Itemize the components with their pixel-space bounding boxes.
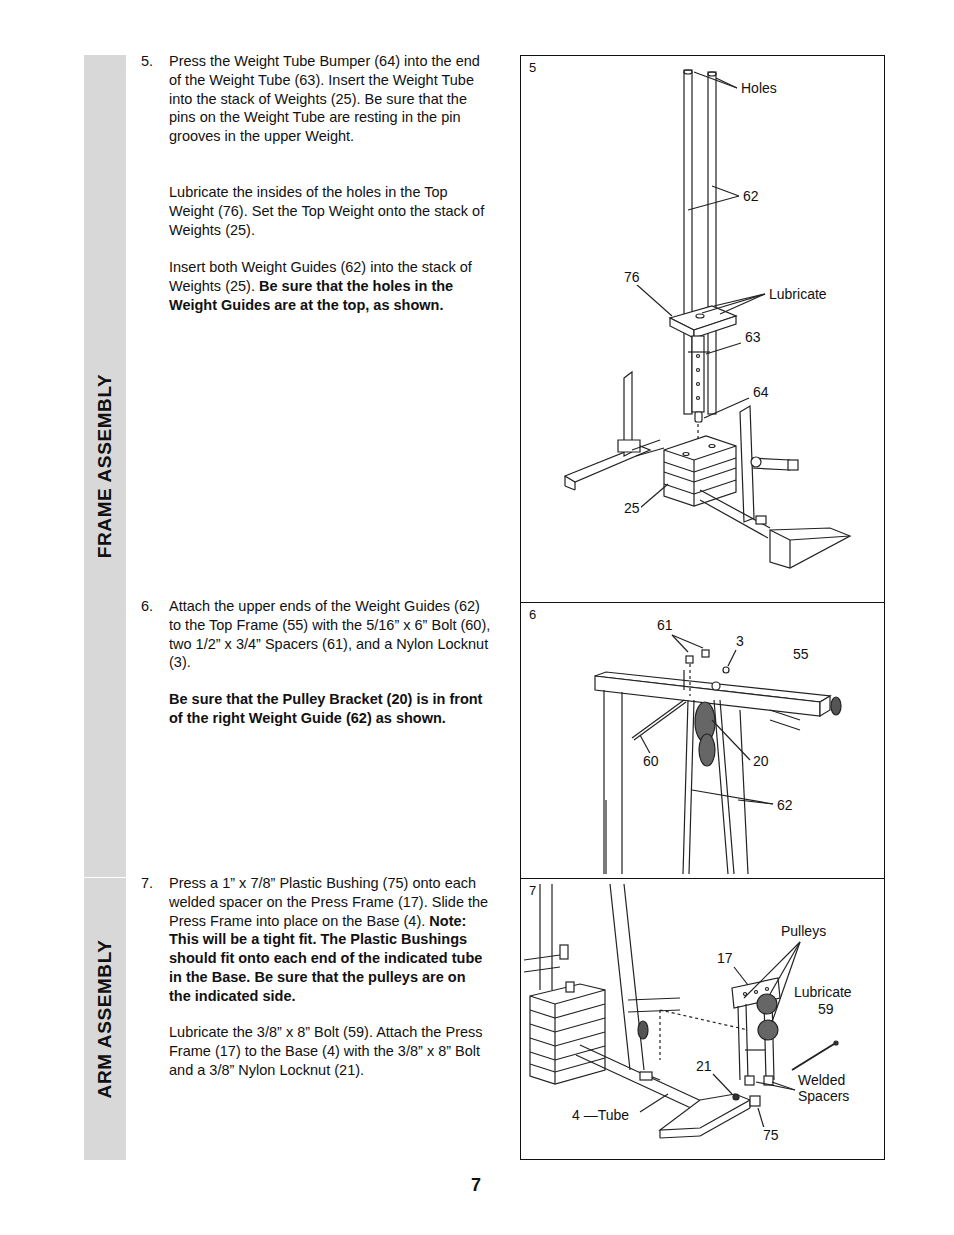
paragraph: Lubricate the 3/8” x 8” Bolt (59). Attac… [169, 1023, 491, 1079]
paragraph: 5. [141, 52, 165, 71]
figure-5 [565, 70, 850, 568]
callout-label: 4 —Tube [571, 1107, 630, 1123]
callout-label: 75 [762, 1127, 780, 1143]
callout-label: 76 [623, 269, 641, 285]
figure-panel: 5 [520, 55, 885, 603]
figure-number: 6 [529, 607, 536, 622]
figure-6 [595, 635, 841, 874]
paragraph: 6. [141, 597, 165, 616]
paragraph: Attach the upper ends of the Weight Guid… [169, 597, 491, 672]
paragraph: Lubricate the insides of the holes in th… [169, 183, 491, 239]
callout-label: 61 [656, 617, 674, 633]
step-number: 5. [141, 53, 153, 69]
paragraph: Press the Weight Tube Bumper (64) into t… [169, 52, 491, 146]
callout-label: 60 [642, 753, 660, 769]
instruction-text: Be sure that the Pulley Bracket (20) is … [169, 691, 482, 726]
paragraph: Insert both Weight Guides (62) into the … [169, 258, 491, 314]
section-band: ARM ASSEMBLY [84, 878, 126, 1160]
instruction-text: Lubricate the insides of the holes in th… [169, 184, 484, 238]
section-title: FRAME ASSEMBLY [94, 374, 116, 558]
section-band: FRAME ASSEMBLY [84, 55, 126, 877]
instruction-text: Attach the upper ends of the Weight Guid… [169, 598, 490, 670]
figure-number: 5 [529, 60, 536, 75]
callout-label: 25 [623, 500, 641, 516]
paragraph: Press a 1” x 7/8” Plastic Bushing (75) o… [169, 874, 491, 1006]
instruction-text: Press the Weight Tube Bumper (64) into t… [169, 53, 480, 144]
callout-label: Holes [740, 80, 778, 96]
callout-label: 64 [752, 384, 770, 400]
callout-label: Lubricate [768, 286, 828, 302]
paragraph: Be sure that the Pulley Bracket (20) is … [169, 690, 491, 728]
figure-panel: 6 [520, 602, 885, 879]
callout-label: 62 [742, 188, 760, 204]
page-number: 7 [471, 1175, 481, 1195]
callout-label: Pulleys [780, 923, 827, 939]
callout-label: 17 [716, 950, 734, 966]
paragraph: 7. [141, 874, 165, 893]
figure-number: 7 [529, 883, 536, 898]
callout-label: Welded Spacers [797, 1072, 863, 1104]
callout-label: 20 [752, 753, 770, 769]
step-number: 7. [141, 875, 153, 891]
callout-label: 62 [776, 797, 794, 813]
section-title: ARM ASSEMBLY [94, 940, 116, 1099]
callout-label: 63 [744, 329, 762, 345]
instruction-text: Lubricate the 3/8” x 8” Bolt (59). Attac… [169, 1024, 483, 1078]
callout-label: Lubricate [793, 984, 853, 1000]
callout-label: 59 [817, 1001, 835, 1017]
step-number: 6. [141, 598, 153, 614]
callout-label: 55 [792, 646, 810, 662]
callout-label: 3 [735, 633, 745, 649]
callout-label: 21 [695, 1058, 713, 1074]
figure-7 [524, 884, 838, 1138]
